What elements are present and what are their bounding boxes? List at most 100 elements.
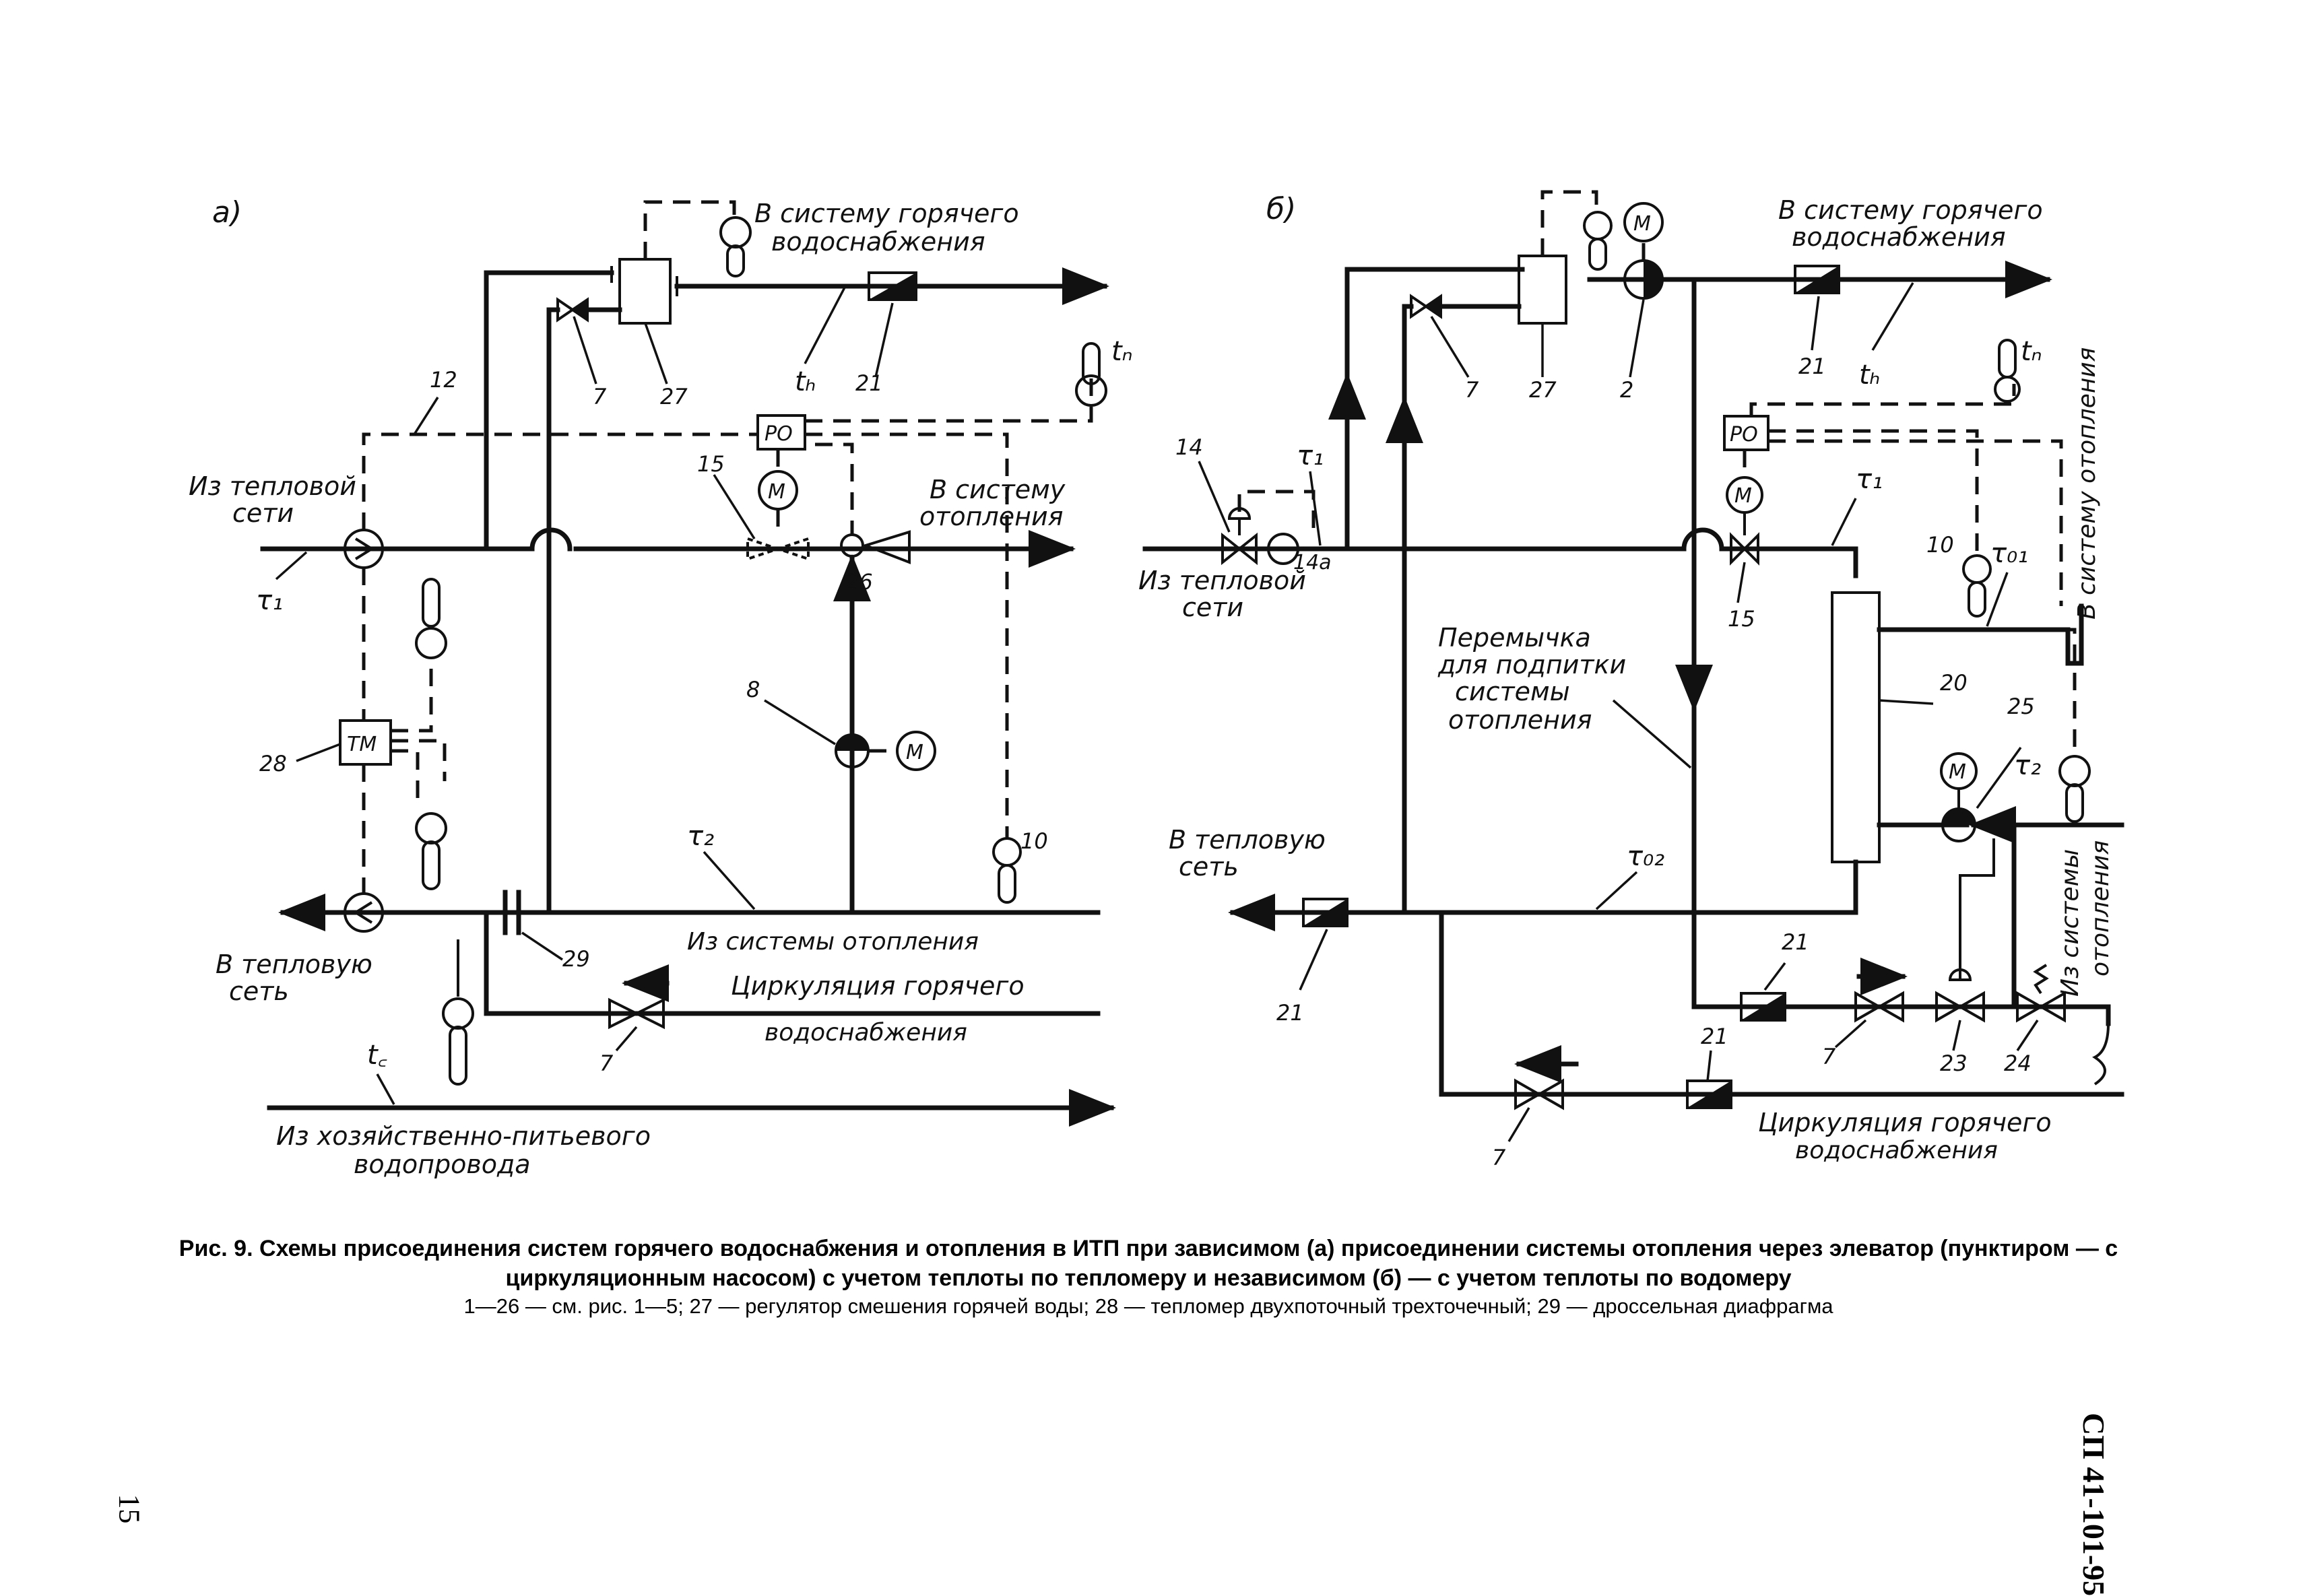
b-num-14a: 14а <box>1293 551 1332 574</box>
a-label-to-network-1: В тепловую <box>216 950 372 979</box>
b-valve-24 <box>2016 991 2066 1023</box>
b-pump-2-motor-text: М <box>1633 212 1651 236</box>
a-cold-riser <box>546 307 560 915</box>
a-dhw-riser <box>484 270 614 552</box>
b-num-10: 10 <box>1926 532 1954 558</box>
a-return-signal <box>805 432 1009 838</box>
b-label-tau02: τ₀₂ <box>1627 841 1664 872</box>
a-label-th: tₕ <box>795 366 816 397</box>
b-num-24: 24 <box>2004 1051 2032 1076</box>
caption-legend: 1—26 — см. рис. 1—5; 27 — регулятор смеш… <box>463 1294 1833 1318</box>
b-supply-to-hx <box>1719 546 1858 578</box>
b-valve-15 <box>1730 532 1759 566</box>
panel-b: б) М <box>1138 190 2124 1170</box>
b-pump-25 <box>1941 807 1976 842</box>
b-valve-7 <box>1410 294 1442 319</box>
a-label-tn: tₙ <box>1111 336 1133 367</box>
b-label-from-network-2: сети <box>1182 593 1243 622</box>
b-sensor-10 <box>1962 554 1992 618</box>
a-pump-motor-text: М <box>906 741 923 764</box>
a-num-7b: 7 <box>599 1051 614 1076</box>
a-regulator-27 <box>618 258 672 325</box>
a-num-8: 8 <box>746 677 760 702</box>
a-label-tau2: τ₂ <box>687 821 714 852</box>
a-pump-8 <box>835 733 870 768</box>
a-label-to-heating-1: В систему <box>930 475 1066 504</box>
b-num-21a: 21 <box>1798 354 1826 379</box>
a-num-10: 10 <box>1020 828 1048 854</box>
panel-a: а) РО <box>189 195 1133 1179</box>
b-label-from-network-1: Из тепловой <box>1138 566 1306 595</box>
a-num-29: 29 <box>562 946 590 972</box>
b-label-tn: tₙ <box>2021 336 2042 367</box>
a-thermo-cold <box>442 997 474 1086</box>
b-water-meter-21d <box>1686 1079 1732 1109</box>
a-label-from-network-1: Из тепловой <box>189 471 356 501</box>
a-label-from-network-2: сети <box>232 498 294 528</box>
a-thermo-supply <box>415 578 447 659</box>
caption-title: Рис. 9. Схемы присоединения систем горяч… <box>178 1236 2118 1291</box>
document-code: СП 41-101-95 <box>2077 1413 2111 1596</box>
figure-caption: Рис. 9. Схемы присоединения систем горяч… <box>155 1234 2142 1320</box>
b-label-tau2: τ₂ <box>2014 750 2041 781</box>
b-num-23: 23 <box>1940 1051 1968 1076</box>
a-return-sensor-10 <box>992 837 1022 904</box>
a-label-to-network-2: сеть <box>229 976 289 1006</box>
b-label-circulation-2: водоснабжения <box>1795 1137 1998 1164</box>
a-num-7a: 7 <box>593 384 607 409</box>
b-num-25: 25 <box>2007 694 2035 719</box>
b-return-sensor <box>2058 755 2091 823</box>
b-num-21d: 21 <box>1701 1024 1728 1049</box>
b-num-2: 2 <box>1620 377 1633 403</box>
a-label-from-water-main-2: водопровода <box>354 1150 531 1179</box>
connection-schemes-diagram: а) РО <box>189 190 2124 1179</box>
b-bypass-leader <box>1612 699 1692 769</box>
b-label-from-heating-2: отопления <box>2087 840 2114 976</box>
b-num-14: 14 <box>1175 434 1203 460</box>
a-valve-15 <box>746 537 810 561</box>
b-label-circulation-1: Циркуляция горячего <box>1758 1108 2052 1137</box>
a-thermo-return <box>415 812 447 890</box>
b-valve-7b <box>1854 991 1904 1023</box>
b-num-7b: 7 <box>1822 1044 1836 1069</box>
a-label-to-heating-2: отопления <box>919 502 1064 531</box>
b-pump-2-motor <box>1623 202 1664 242</box>
b-label-th: tₕ <box>1859 360 1881 391</box>
a-label-to-hot-water-1: В систему горячего <box>754 199 1019 228</box>
a-num-15: 15 <box>697 451 725 477</box>
a-label-from-heating: Из системы отопления <box>687 928 979 956</box>
b-label-bypass-2: для подпитки <box>1437 650 1626 679</box>
a-elevator-26 <box>840 533 864 558</box>
b-cold-riser <box>1402 304 1414 915</box>
b-label-to-heating: В систему отопления <box>2073 347 2101 620</box>
b-pump-25-motor-text: М <box>1949 760 1966 784</box>
b-secondary-supply <box>1877 603 2084 666</box>
b-drain-24 <box>2092 1023 2110 1086</box>
b-water-meter-21c <box>1740 992 1786 1022</box>
b-num-27: 27 <box>1529 377 1557 403</box>
b-regulator-27 <box>1518 255 1567 325</box>
page-number: 15 <box>112 1494 146 1524</box>
b-ro-text: РО <box>1730 423 1758 446</box>
a-outdoor-signal <box>805 377 1093 423</box>
b-label-bypass-1: Перемычка <box>1438 623 1591 653</box>
b-outdoor-sensor <box>1994 339 2021 403</box>
a-num-26: 26 <box>845 569 873 595</box>
a-label-circulation-2: водоснабжения <box>765 1019 967 1046</box>
a-num-12: 12 <box>430 367 457 393</box>
a-meter-signal-12 <box>362 432 758 530</box>
b-num-20: 20 <box>1940 670 1968 696</box>
b-circulation-pipe <box>1439 910 2124 1097</box>
a-label-to-hot-water-2: водоснабжения <box>771 227 985 257</box>
b-valve-7c <box>1514 1078 1564 1110</box>
a-outdoor-sensor <box>1075 342 1107 407</box>
b-label-to-hot-water-2: водоснабжения <box>1792 222 2006 252</box>
b-flowmeter-14a <box>1267 533 1299 565</box>
a-regulator-signal <box>643 200 736 259</box>
b-label-to-hot-water-1: В систему горячего <box>1778 195 2043 225</box>
a-tm-text: ТМ <box>347 733 377 756</box>
b-label-to-network-2: сеть <box>1179 852 1239 882</box>
b-water-meter-21a <box>1794 265 1840 294</box>
b-num-7a: 7 <box>1465 377 1479 403</box>
a-circulation-pipe <box>484 910 1101 1016</box>
